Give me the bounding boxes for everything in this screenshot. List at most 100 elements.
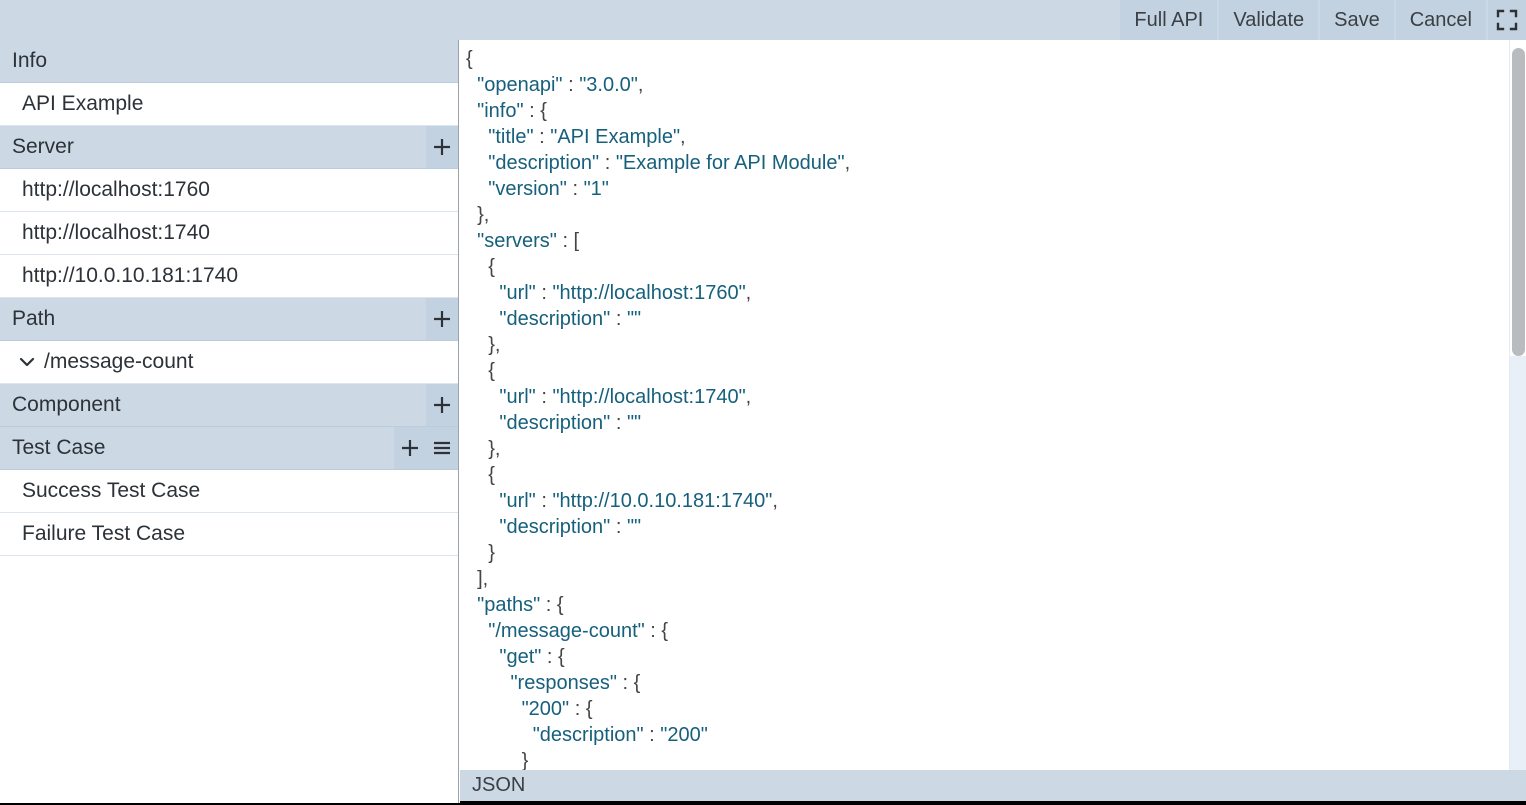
json-punctuation: { <box>466 256 495 278</box>
cancel-button[interactable]: Cancel <box>1395 0 1486 40</box>
add-server-button[interactable] <box>426 126 458 168</box>
json-punctuation: { <box>466 464 495 486</box>
json-key: "description" <box>499 412 611 434</box>
plus-icon <box>402 440 418 456</box>
json-punctuation: : { <box>616 672 641 694</box>
json-punctuation <box>466 100 477 122</box>
json-string: "http://10.0.10.181:1740" <box>552 490 773 512</box>
sidebar-item-server-0[interactable]: http://localhost:1760 <box>0 169 458 212</box>
add-component-button[interactable] <box>426 384 458 426</box>
json-punctuation: , <box>745 282 752 304</box>
validate-button[interactable]: Validate <box>1219 0 1319 40</box>
sidebar-section-path[interactable]: Path <box>0 298 458 341</box>
json-punctuation: ], <box>466 568 489 590</box>
json-punctuation: : { <box>523 100 547 122</box>
json-punctuation: : { <box>541 646 565 668</box>
json-punctuation: , <box>680 126 686 148</box>
editor-vertical-scrollbar-track[interactable] <box>1509 40 1526 770</box>
json-punctuation <box>466 412 499 434</box>
json-key: "url" <box>499 386 536 408</box>
plus-icon <box>434 397 450 413</box>
json-key: "/message-count" <box>488 620 645 642</box>
json-key: "description" <box>532 724 644 746</box>
json-punctuation <box>466 126 488 148</box>
json-punctuation: , <box>772 490 778 512</box>
test-case-menu-button[interactable] <box>426 427 458 469</box>
json-key: "description" <box>499 308 611 330</box>
json-punctuation: : <box>533 126 551 148</box>
json-key: "title" <box>488 126 534 148</box>
chevron-down-icon[interactable] <box>10 352 44 372</box>
item-label: http://localhost:1760 <box>22 178 210 201</box>
json-code-content[interactable]: { "openapi" : "3.0.0", "info" : { "title… <box>466 46 850 770</box>
sidebar-item-path-message-count[interactable]: /message-count <box>0 341 458 384</box>
section-title-path: Path <box>12 307 56 330</box>
json-punctuation <box>466 594 477 616</box>
json-punctuation: }, <box>466 334 501 356</box>
json-punctuation <box>466 386 499 408</box>
code-line: "/message-count" : { <box>466 618 850 644</box>
sidebar-item-server-1[interactable]: http://localhost:1740 <box>0 212 458 255</box>
scrollbar-track-lower <box>1510 356 1526 770</box>
json-punctuation <box>466 698 522 720</box>
json-punctuation: { <box>466 360 495 382</box>
sidebar-section-component[interactable]: Component <box>0 384 458 427</box>
json-key: "responses" <box>510 672 617 694</box>
sidebar-section-info[interactable]: Info <box>0 40 458 83</box>
json-punctuation <box>466 620 488 642</box>
json-punctuation: : { <box>644 620 669 642</box>
editor-language-label: JSON <box>472 774 526 796</box>
json-key: "paths" <box>477 594 541 616</box>
code-line: { <box>466 358 850 384</box>
section-title-info: Info <box>12 49 48 72</box>
sidebar-item-success-test-case[interactable]: Success Test Case <box>0 470 458 513</box>
json-punctuation: } <box>466 750 529 770</box>
code-line: "description" : "200" <box>466 722 850 748</box>
code-line: { <box>466 462 850 488</box>
item-label: Failure Test Case <box>22 522 186 545</box>
sidebar-section-test-case[interactable]: Test Case <box>0 427 458 470</box>
json-punctuation: : <box>599 152 616 174</box>
add-test-case-button[interactable] <box>394 427 426 469</box>
sidebar-section-server[interactable]: Server <box>0 126 458 169</box>
code-line: "servers" : [ <box>466 228 850 254</box>
fullscreen-button[interactable] <box>1488 0 1526 40</box>
code-line: } <box>466 540 850 566</box>
item-label: http://10.0.10.181:1740 <box>22 264 239 287</box>
sidebar-item-server-2[interactable]: http://10.0.10.181:1740 <box>0 255 458 298</box>
full-api-button[interactable]: Full API <box>1120 0 1218 40</box>
code-line: } <box>466 748 850 770</box>
code-line: "paths" : { <box>466 592 850 618</box>
save-button[interactable]: Save <box>1320 0 1394 40</box>
plus-icon <box>434 311 450 327</box>
json-punctuation: : <box>535 490 553 512</box>
json-punctuation <box>466 724 533 746</box>
json-key: "get" <box>499 646 542 668</box>
window-bottom-border <box>0 803 1526 805</box>
json-punctuation: }, <box>466 204 490 226</box>
code-line: "description" : "" <box>466 410 850 436</box>
json-string: "" <box>626 412 642 434</box>
code-line: "info" : { <box>466 98 850 124</box>
code-line: "description" : "" <box>466 306 850 332</box>
add-path-button[interactable] <box>426 298 458 340</box>
json-key: "200" <box>521 698 570 720</box>
sidebar-item-failure-test-case[interactable]: Failure Test Case <box>0 513 458 556</box>
json-punctuation: : <box>610 308 627 330</box>
sidebar-item-api-example[interactable]: API Example <box>0 83 458 126</box>
json-punctuation: }, <box>466 438 501 460</box>
section-actions-component <box>426 384 458 426</box>
json-punctuation: { <box>466 48 473 70</box>
json-string: "1" <box>583 178 609 200</box>
json-punctuation: : <box>566 178 584 200</box>
json-punctuation: : { <box>540 594 564 616</box>
editor-vertical-scrollbar-thumb[interactable] <box>1512 48 1525 356</box>
json-punctuation <box>466 308 499 330</box>
json-key: "servers" <box>477 230 557 252</box>
fullscreen-icon <box>1496 9 1518 31</box>
sidebar-bottom-fill <box>0 770 459 803</box>
json-punctuation: : [ <box>556 230 580 252</box>
json-editor[interactable]: { "openapi" : "3.0.0", "info" : { "title… <box>460 40 1526 770</box>
code-line: "200" : { <box>466 696 850 722</box>
